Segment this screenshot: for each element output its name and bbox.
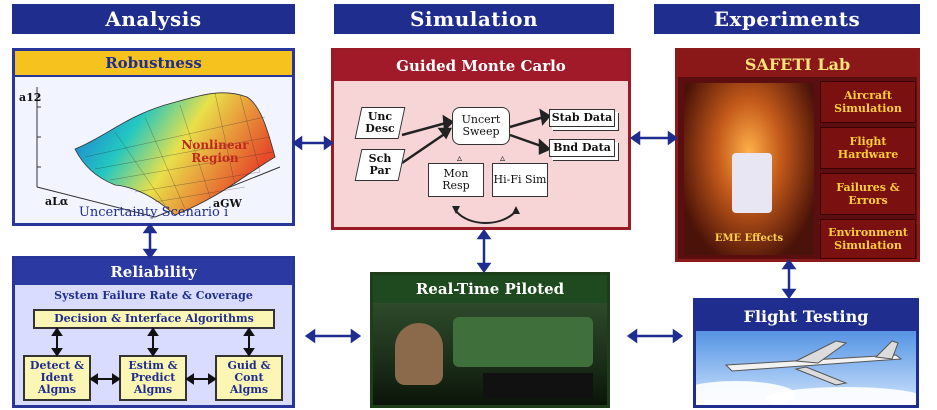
failures-errors-item: Failures & Errors bbox=[820, 173, 916, 215]
x-axis-label: aLα bbox=[45, 195, 69, 208]
bnd-data-box: Bnd Data bbox=[549, 139, 615, 157]
svg-text:▵: ▵ bbox=[457, 153, 462, 164]
reliability-title: Reliability bbox=[15, 259, 292, 285]
experiments-header: Experiments bbox=[654, 4, 920, 34]
guid-cont-box: Guid & Cont Algms bbox=[215, 355, 283, 401]
hifi-sim-box: Hi-Fi Sim bbox=[492, 163, 548, 197]
real-time-piloted-panel: Real-Time Piloted bbox=[370, 272, 610, 408]
flight-testing-panel: Flight Testing bbox=[693, 298, 919, 408]
cockpit-photo bbox=[373, 303, 607, 405]
mon-resp-box: Mon Resp bbox=[428, 163, 484, 197]
flight-hardware-item: Flight Hardware bbox=[820, 127, 916, 169]
safeti-lab-title: SAFETI Lab bbox=[678, 51, 917, 77]
stab-data-box: Stab Data bbox=[549, 109, 615, 127]
robustness-title: Robustness bbox=[15, 51, 292, 77]
eme-effects-label: EME Effects bbox=[714, 233, 784, 244]
guided-monte-carlo-title: Guided Monte Carlo bbox=[334, 51, 628, 81]
reliability-subtitle: System Failure Rate & Coverage bbox=[54, 289, 253, 302]
uncert-sweep-box: Uncert Sweep bbox=[452, 107, 510, 145]
monte-carlo-flow-arrows: ▵ ▵ bbox=[401, 108, 552, 224]
lab-photo: EME Effects bbox=[684, 83, 814, 255]
aircraft-simulation-item: Aircraft Simulation bbox=[820, 81, 916, 123]
reliability-panel: Reliability System Failure Rate & Covera… bbox=[12, 256, 295, 408]
lab-device-image bbox=[732, 153, 772, 213]
nonlinear-region-label: Nonlinear Region bbox=[181, 139, 249, 165]
flight-testing-title: Flight Testing bbox=[696, 301, 916, 331]
pilot-head bbox=[395, 323, 443, 385]
cockpit-console bbox=[483, 373, 593, 399]
cockpit-window bbox=[453, 317, 593, 367]
reliability-arrows bbox=[51, 327, 255, 385]
z-axis-label: a12 bbox=[19, 91, 41, 104]
safeti-lab-panel: SAFETI Lab EME Effects Aircraft Simulati… bbox=[675, 48, 920, 262]
simulation-header: Simulation bbox=[334, 4, 614, 34]
real-time-piloted-title: Real-Time Piloted bbox=[373, 275, 607, 303]
y-axis-label: aGW bbox=[213, 197, 243, 210]
guided-monte-carlo-panel: Guided Monte Carlo ▵ ▵ Unc Desc Sch Par … bbox=[331, 48, 631, 230]
uncertainty-caption: Uncertainty Scenario i bbox=[78, 205, 229, 220]
robustness-surface-plot: a12 aLα aGW Nonlinear Region bbox=[19, 87, 281, 218]
airplane-image bbox=[696, 340, 916, 405]
decision-interface-box: Decision & Interface Algorithms bbox=[33, 309, 275, 329]
analysis-header: Analysis bbox=[12, 4, 295, 34]
robustness-panel: Robustness a12 aLα aGW Nonlinear Region … bbox=[12, 48, 295, 226]
detect-ident-box: Detect & Ident Algms bbox=[23, 355, 91, 401]
svg-text:▵: ▵ bbox=[500, 153, 505, 164]
environment-simulation-item: Environment Simulation bbox=[820, 219, 916, 259]
